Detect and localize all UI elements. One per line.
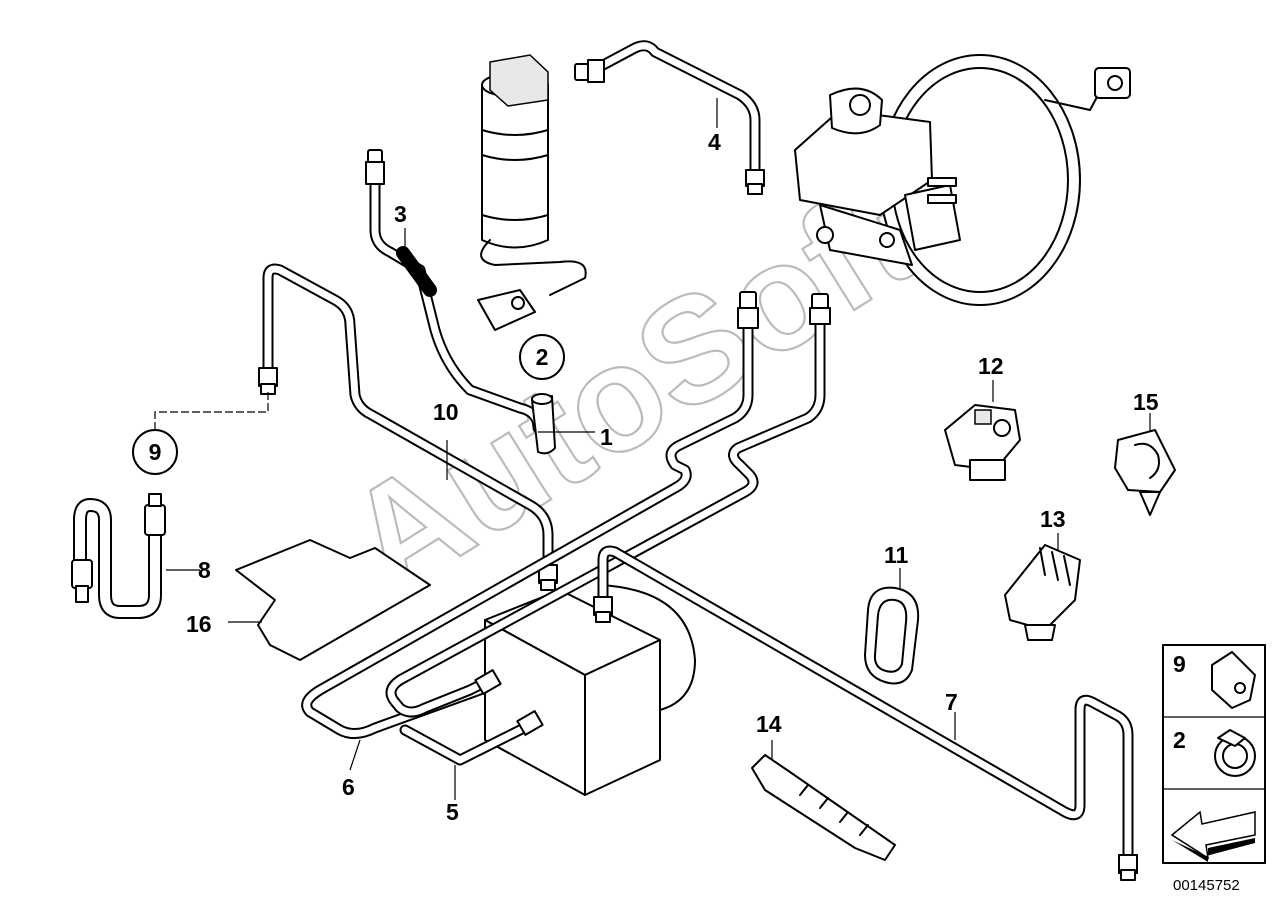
legend-item-2-label: 2 [1173, 727, 1186, 753]
callout-1: 1 [600, 424, 613, 450]
callout-12: 12 [978, 353, 1004, 379]
part-15-clip [1114, 429, 1176, 516]
callout-9: 9 [132, 392, 269, 475]
leader-lines [166, 98, 1151, 800]
part-11-grommet [864, 586, 920, 685]
callout-15: 15 [1133, 389, 1159, 415]
callout-11: 11 [884, 542, 909, 568]
callout-5: 5 [446, 799, 459, 825]
part-4-brake-line [574, 40, 765, 195]
part-1-connector [531, 393, 556, 455]
callout-2: 2 [519, 334, 565, 380]
callout-9-label: 9 [149, 439, 162, 465]
callout-14: 14 [756, 711, 782, 737]
callout-7: 7 [945, 689, 958, 715]
pump-canister [477, 54, 587, 331]
part-14-holder [751, 754, 896, 861]
part-8-brake-hose [71, 493, 166, 619]
part-5-brake-line [385, 293, 831, 766]
callout-8: 8 [198, 557, 211, 583]
part-16-pad [235, 539, 431, 661]
legend-clamp-icon [1214, 729, 1256, 777]
part-6-brake-line [301, 291, 759, 739]
master-cylinder [794, 87, 961, 266]
part-12-clip [944, 404, 1021, 481]
callout-2-label: 2 [536, 344, 549, 370]
callout-3: 3 [394, 201, 407, 227]
diagram-code: 00145752 [1173, 877, 1240, 894]
arrow-icon [1170, 810, 1256, 862]
part-13-clip [1004, 544, 1081, 641]
callout-6: 6 [342, 774, 355, 800]
hydraulic-unit [484, 584, 696, 796]
callout-16: 16 [186, 611, 212, 637]
callout-10: 10 [433, 399, 459, 425]
part-3-hose [365, 149, 544, 434]
callout-4: 4 [708, 129, 721, 155]
legend-panel: 9 2 [1162, 644, 1266, 864]
callout-13: 13 [1040, 506, 1066, 532]
legend-item-9-label: 9 [1173, 651, 1186, 677]
part-10-brake-line [258, 263, 558, 591]
legend-clip-icon [1211, 651, 1256, 709]
part-7-brake-line [593, 545, 1138, 881]
